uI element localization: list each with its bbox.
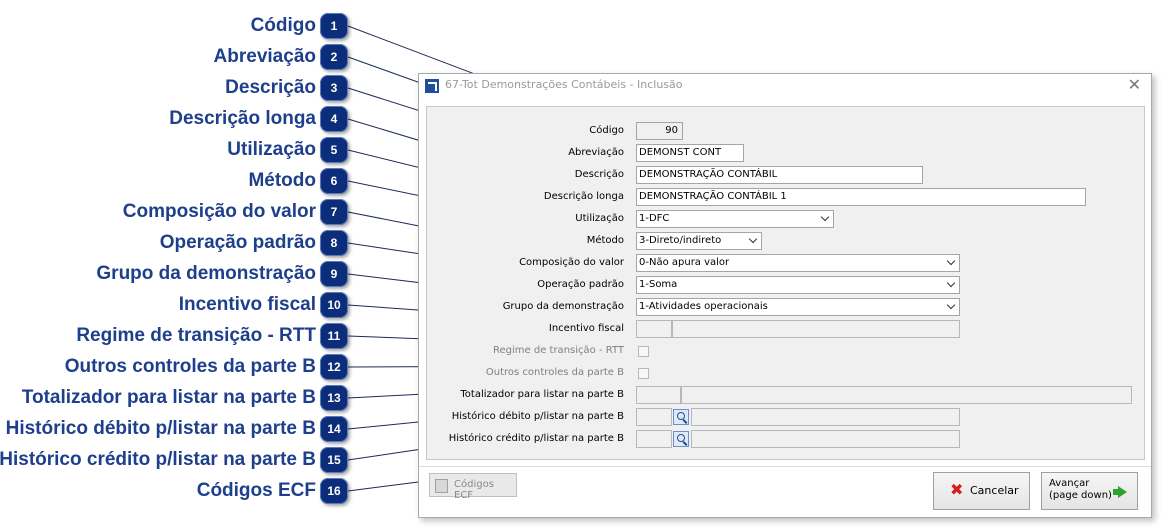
hist-debito-code-field[interactable] [636,408,672,426]
operacao-label: Operação padrão [537,279,624,290]
annotation-label-10: Incentivo fiscal [178,294,316,315]
utilizacao-label: Utilização [575,213,624,224]
annotation-label-8: Operação padrão [159,232,316,253]
annotation-label-9: Grupo da demonstração [96,263,316,284]
operacao-select[interactable]: 1-Soma [636,276,960,294]
metodo-select[interactable]: 3-Direto/indireto [636,232,762,250]
annotation-badge-6: 6 [320,168,348,194]
composicao-label: Composição do valor [519,257,624,268]
annotation-badge-15: 15 [320,447,348,473]
annotation-label-1: Código [250,15,316,36]
next-label: Avançar (page down) [1049,478,1112,502]
abreviacao-input[interactable]: DEMONST CONT [636,144,744,162]
annotation-label-5: Utilização [227,139,316,160]
annotation-badge-8: 8 [320,230,348,256]
chevron-down-icon [946,300,956,310]
arrow-right-icon-tail [1113,489,1119,495]
chevron-down-icon [946,256,956,266]
form-panel: Código 90 Abreviação DEMONST CONT Descri… [426,106,1145,460]
annotation-badge-2: 2 [320,44,348,70]
annotation-badge-3: 3 [320,75,348,101]
incentivo-desc-field [672,320,960,338]
annotation-badge-13: 13 [320,385,348,411]
outros-checkbox[interactable] [638,368,649,379]
cancel-x-icon: ✖ [950,480,964,499]
annotation-badge-7: 7 [320,199,348,225]
hist-credito-search-icon[interactable] [673,431,689,447]
totalizador-desc-field [681,386,1132,404]
codigo-field[interactable]: 90 [636,122,683,140]
next-label-line2: (page down) [1049,490,1112,501]
hist-credito-desc-field [691,430,960,448]
annotation-label-2: Abreviação [213,46,316,67]
annotation-label-7: Composição do valor [122,201,316,222]
annotation-label-6: Método [248,170,316,191]
outros-label: Outros controles da parte B [485,367,624,378]
cancel-label: Cancelar [970,484,1019,497]
incentivo-code-field[interactable] [636,320,672,338]
annotation-label-15: Histórico crédito p/listar na parte B [0,449,316,470]
annotation-badge-9: 9 [320,261,348,287]
chevron-down-icon [748,234,758,244]
next-button[interactable]: Avançar (page down) [1041,472,1138,510]
hist-debito-desc-field [691,408,960,426]
metodo-value: 3-Direto/indireto [639,235,722,246]
next-label-line1: Avançar [1049,478,1090,489]
close-icon[interactable]: ✕ [1127,75,1141,94]
footer-divider [419,466,1151,467]
chevron-down-icon [946,278,956,288]
rtt-checkbox[interactable] [638,346,649,357]
rtt-label: Regime de transição - RTT [493,345,624,356]
codigos-ecf-button[interactable]: Códigos ECF [429,473,517,501]
descricao-label: Descrição [574,169,624,180]
annotation-label-3: Descrição [225,77,316,98]
metodo-label: Método [586,235,624,246]
title-bar: 67-Tot Demonstrações Contábeis - Inclusã… [419,74,1151,99]
annotation-badge-1: 1 [320,13,348,39]
hist-debito-search-icon[interactable] [673,409,689,425]
grupo-label: Grupo da demonstração [502,301,624,312]
codigo-label: Código [589,125,624,136]
annotation-badge-11: 11 [320,323,348,349]
abreviacao-label: Abreviação [568,147,624,158]
descricao-longa-input[interactable]: DEMONSTRAÇÃO CONTÁBIL 1 [636,188,1086,206]
annotation-label-14: Histórico débito p/listar na parte B [5,418,316,439]
annotation-label-12: Outros controles da parte B [64,356,316,377]
annotation-badge-10: 10 [320,292,348,318]
utilizacao-select[interactable]: 1-DFC [636,210,834,228]
grupo-select[interactable]: 1-Atividades operacionais [636,298,960,316]
composicao-value: 0-Não apura valor [639,257,730,268]
codigos-ecf-label: Códigos ECF [454,479,494,501]
annotation-label-11: Regime de transição - RTT [76,325,316,346]
hist-credito-code-field[interactable] [636,430,672,448]
composicao-select[interactable]: 0-Não apura valor [636,254,960,272]
annotation-label-13: Totalizador para listar na parte B [21,387,316,408]
annotation-badge-14: 14 [320,416,348,442]
annotation-label-16: Códigos ECF [196,480,316,501]
chevron-down-icon [820,212,830,222]
dialog-window: 67-Tot Demonstrações Contábeis - Inclusã… [418,73,1152,518]
descricao-longa-label: Descrição longa [543,191,624,202]
utilizacao-value: 1-DFC [639,213,670,224]
totalizador-label: Totalizador para listar na parte B [460,389,624,400]
app-icon [425,79,439,93]
annotation-label-4: Descrição longa [169,108,316,129]
annotation-badge-12: 12 [320,354,348,380]
descricao-input[interactable]: DEMONSTRAÇÃO CONTÁBIL [636,166,923,184]
arrow-right-icon [1118,486,1127,498]
annotation-badge-4: 4 [320,106,348,132]
hist-credito-label: Histórico crédito p/listar na parte B [448,433,624,444]
edit-document-icon [435,479,448,493]
annotation-badge-5: 5 [320,137,348,163]
hist-debito-label: Histórico débito p/listar na parte B [451,411,624,422]
cancel-button[interactable]: ✖ Cancelar [933,472,1030,510]
window-title: 67-Tot Demonstrações Contábeis - Inclusã… [445,78,683,91]
incentivo-label: Incentivo fiscal [548,323,624,334]
operacao-value: 1-Soma [639,279,678,290]
annotation-badge-16: 16 [320,478,348,504]
grupo-value: 1-Atividades operacionais [639,301,768,312]
totalizador-code-field[interactable] [636,386,681,404]
